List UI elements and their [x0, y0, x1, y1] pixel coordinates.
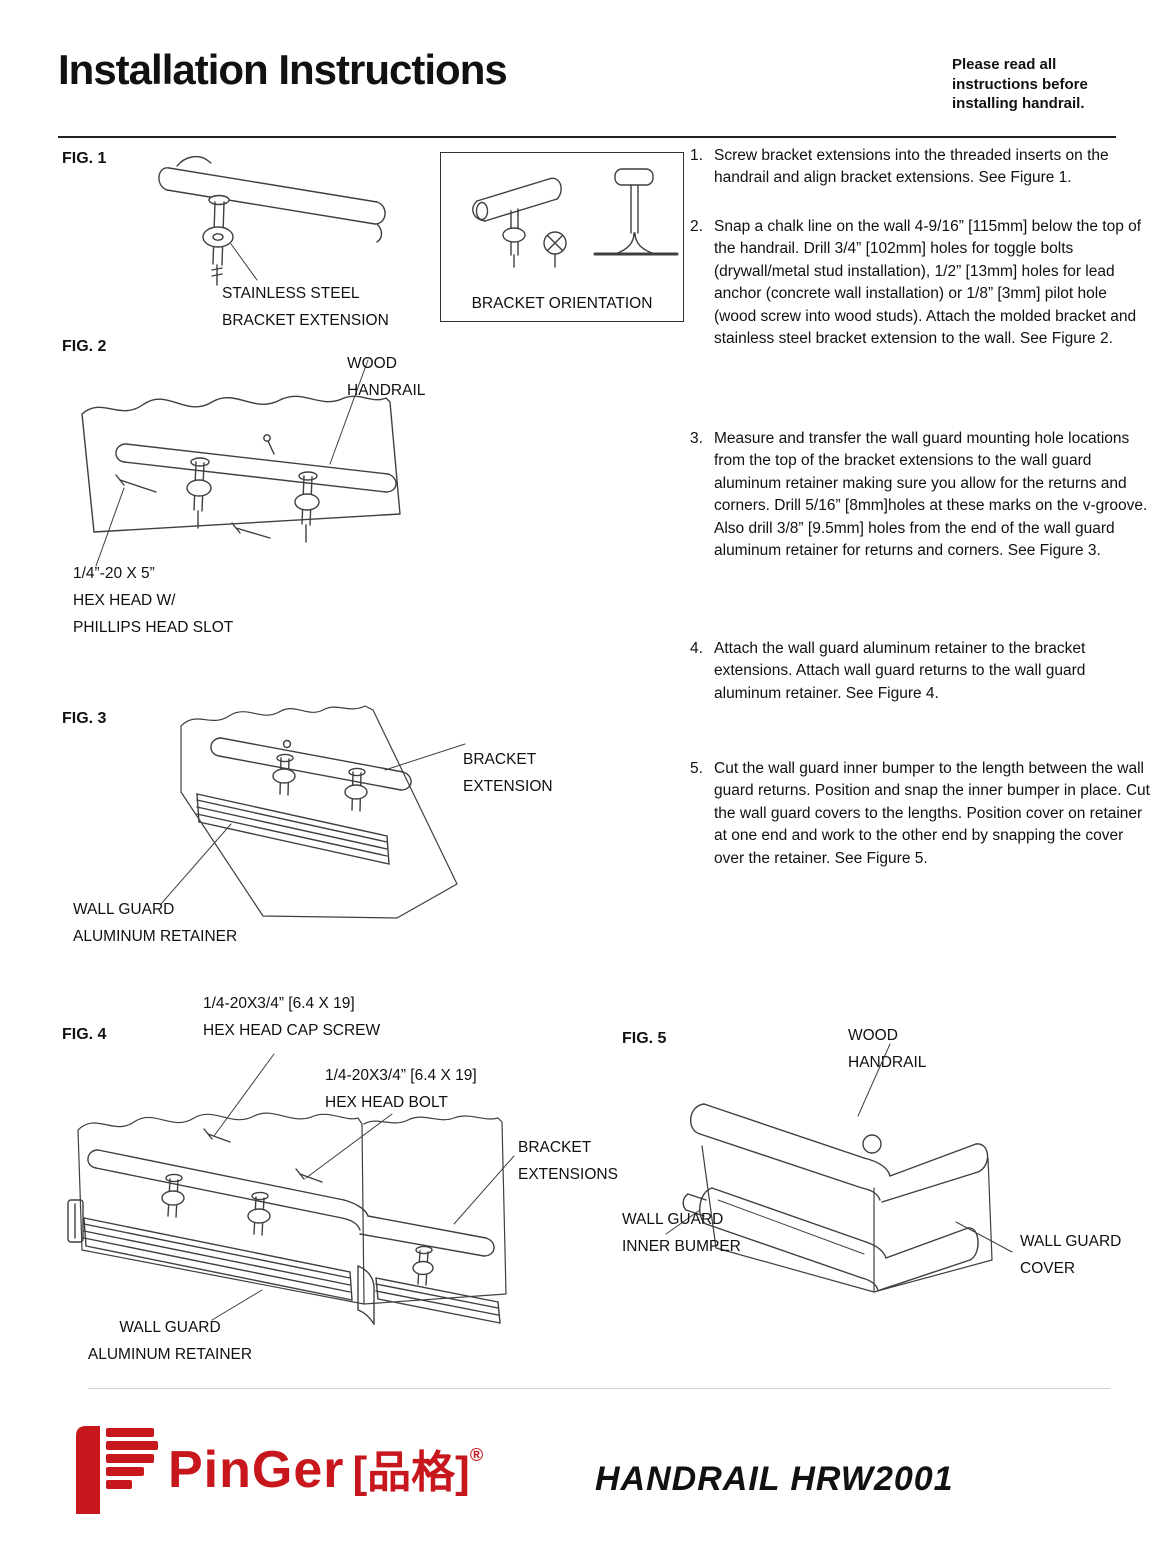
fig3-drawing-retainer — [160, 705, 466, 919]
step-text: Measure and transfer the wall guard moun… — [714, 430, 1148, 560]
step-text: Snap a chalk line on the wall 4-9/16” [1… — [714, 218, 1142, 348]
caption-line: 1/4-20X3/4” [6.4 X 19] — [203, 995, 355, 1012]
caption-line: WALL GUARD — [119, 1319, 221, 1336]
instruction-step-4: 4. Attach the wall guard aluminum retain… — [690, 638, 1150, 705]
step-text: Screw bracket extensions into the thread… — [714, 147, 1109, 187]
fig4-cap-screw-caption: 1/4-20X3/4” [6.4 X 19] HEX HEAD CAP SCRE… — [203, 990, 380, 1044]
notice-line: installing handrail. — [952, 95, 1085, 112]
instruction-step-2: 2. Snap a chalk line on the wall 4-9/16”… — [690, 216, 1150, 351]
step-number: 2. — [690, 218, 703, 235]
step-text: Attach the wall guard aluminum retainer … — [714, 640, 1086, 702]
step-text: Cut the wall guard inner bumper to the l… — [714, 760, 1150, 867]
fig2-handrail-caption: WOOD HANDRAIL — [347, 350, 425, 404]
pinger-logo-icon — [76, 1426, 158, 1514]
caption-line: HEX HEAD W/ — [73, 592, 176, 609]
bracket-orientation-caption: BRACKET ORIENTATION — [471, 295, 653, 312]
fig5-cover-caption: WALL GUARD COVER — [1020, 1228, 1121, 1282]
caption-line: EXTENSIONS — [518, 1166, 618, 1183]
caption-line: HANDRAIL — [347, 382, 426, 399]
fig5-drawing-cover-corner — [665, 1043, 1013, 1293]
caption-line: BRACKET EXTENSION — [222, 312, 389, 329]
fig2-screw-caption: 1/4”-20 X 5” HEX HEAD W/ PHILLIPS HEAD S… — [73, 560, 233, 641]
instruction-step-5: 5. Cut the wall guard inner bumper to th… — [690, 758, 1150, 870]
fig4-drawing-corner-assembly — [67, 1053, 515, 1325]
step-number: 3. — [690, 430, 703, 447]
caption-line: WALL GUARD — [73, 901, 175, 918]
brand-name: PinGer — [168, 1441, 345, 1499]
caption-line: PHILLIPS HEAD SLOT — [73, 619, 234, 636]
bracket-orientation-panel: BRACKET ORIENTATION — [440, 152, 684, 322]
caption-line: WOOD — [347, 355, 397, 372]
fig5-handrail-caption: WOOD HANDRAIL — [848, 1022, 926, 1076]
fig5-bumper-caption: WALL GUARD INNER BUMPER — [622, 1206, 741, 1260]
fig5-label: FIG. 5 — [622, 1030, 667, 1047]
caption-line: WALL GUARD — [1020, 1233, 1122, 1250]
header-divider — [58, 136, 1116, 138]
brand-chinese: [品格] — [352, 1448, 470, 1497]
caption-line: HEX HEAD BOLT — [325, 1094, 448, 1111]
caption-line: EXTENSION — [463, 778, 553, 795]
caption-line: BRACKET — [518, 1139, 592, 1156]
footer-divider — [88, 1388, 1110, 1389]
caption-line: HEX HEAD CAP SCREW — [203, 1022, 381, 1039]
caption-line: 1/4”-20 X 5” — [73, 565, 155, 582]
caption-line: WALL GUARD — [622, 1211, 724, 1228]
fig1-label: FIG. 1 — [62, 150, 107, 167]
caption-line: COVER — [1020, 1260, 1076, 1277]
fig4-bolt-caption: 1/4-20X3/4” [6.4 X 19] HEX HEAD BOLT — [325, 1062, 477, 1116]
caption-line: HANDRAIL — [848, 1054, 927, 1071]
caption-line: BRACKET — [463, 751, 537, 768]
bracket-orientation-drawing — [472, 168, 679, 268]
fig2-drawing-wall-handrail — [81, 359, 401, 567]
read-notice: Please read all instructions before inst… — [952, 55, 1147, 114]
fig1-caption: STAINLESS STEEL BRACKET EXTENSION — [222, 280, 389, 334]
registered-mark: ® — [469, 1445, 484, 1465]
caption-line: INNER BUMPER — [622, 1238, 741, 1255]
page-title: Installation Instructions — [58, 46, 508, 93]
caption-line: WOOD — [848, 1027, 898, 1044]
caption-line: ALUMINUM RETAINER — [73, 928, 238, 945]
instruction-step-1: 1. Screw bracket extensions into the thr… — [690, 145, 1150, 190]
step-number: 5. — [690, 760, 703, 777]
fig4-retainer-caption: WALL GUARD ALUMINUM RETAINER — [70, 1314, 270, 1368]
caption-line: ALUMINUM RETAINER — [87, 1346, 253, 1363]
product-name: HANDRAIL HRW2001 — [595, 1460, 954, 1498]
fig2-label: FIG. 2 — [62, 338, 107, 355]
fig4-label: FIG. 4 — [62, 1026, 107, 1043]
fig3-bracket-caption: BRACKET EXTENSION — [463, 746, 553, 800]
fig1-drawing-handrail-bracket — [158, 155, 386, 286]
notice-line: Please read all — [952, 56, 1057, 73]
fig3-label: FIG. 3 — [62, 710, 107, 727]
notice-line: instructions before — [952, 75, 1088, 93]
instruction-step-3: 3. Measure and transfer the wall guard m… — [690, 428, 1150, 563]
caption-line: 1/4-20X3/4” [6.4 X 19] — [325, 1067, 477, 1084]
caption-line: STAINLESS STEEL — [222, 285, 360, 302]
fig3-retainer-caption: WALL GUARD ALUMINUM RETAINER — [73, 896, 237, 950]
step-number: 4. — [690, 640, 703, 657]
fig4-bracket-caption: BRACKET EXTENSIONS — [518, 1134, 618, 1188]
brand-lockup: PinGer[品格]® — [168, 1436, 483, 1500]
step-number: 1. — [690, 147, 703, 164]
